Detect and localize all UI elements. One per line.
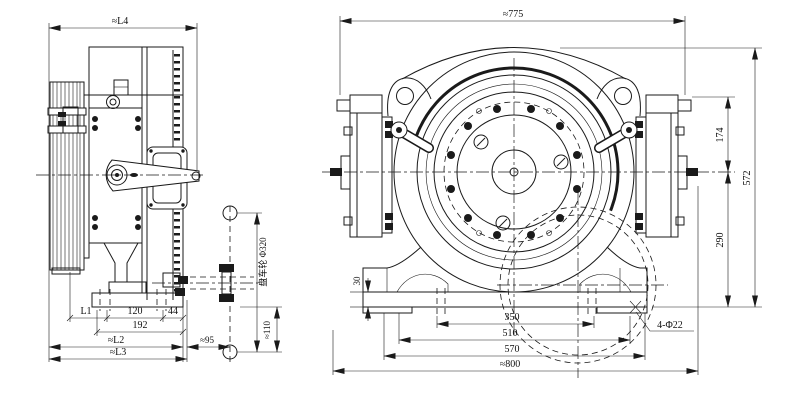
hole-mark <box>629 300 642 314</box>
lifting-lug-right <box>596 77 641 117</box>
slotted-screws <box>473 134 569 231</box>
dim-192: 192 <box>133 320 148 331</box>
brake-unit-left <box>330 94 393 238</box>
flange-bolts <box>447 105 581 239</box>
adjuster-nut <box>336 99 351 112</box>
top-arch <box>401 47 627 80</box>
dim-110: ≈110 <box>262 320 272 339</box>
dim-L3: ≈L3 <box>110 347 127 358</box>
rope-retainer-bar <box>47 107 87 116</box>
sheave-hub <box>83 94 90 259</box>
bedplate <box>91 292 184 308</box>
brake-arm-right <box>594 121 638 153</box>
dim-510: 510 <box>503 328 518 339</box>
dim-572: 572 <box>742 171 753 186</box>
dim-290: 290 <box>715 233 726 248</box>
plunger-flange <box>340 155 351 190</box>
brake-mount-plate <box>635 116 647 234</box>
brake-arm-left <box>390 121 434 153</box>
front-view-dimensions: ≈775 572 174 290 30 350 510 <box>332 9 762 375</box>
rope-clamp-bracket <box>62 106 79 134</box>
foot-pad-right <box>596 306 648 314</box>
front-view: ≈775 572 174 290 30 350 510 <box>322 9 762 378</box>
top-notch <box>113 79 129 96</box>
brake-mount-plate <box>381 116 393 234</box>
side-view: ≈L4 L1 120 44 192 ≈L2 ≈95 ≈L3 <box>36 16 282 362</box>
dim-174: 174 <box>715 128 726 143</box>
machine-body <box>88 46 184 311</box>
dim-120: 120 <box>128 306 143 317</box>
machine-base <box>362 246 648 316</box>
dim-800: ≈800 <box>500 359 521 370</box>
brake-unit-right <box>635 94 698 238</box>
sheave-bottom-step <box>51 267 81 275</box>
rope-retainer-bar <box>47 125 87 134</box>
dim-L4: ≈L4 <box>112 16 129 27</box>
dim-95: ≈95 <box>200 335 214 345</box>
plunger-flange <box>677 155 688 190</box>
dim-L1: L1 <box>80 306 91 317</box>
dim-L2: ≈L2 <box>108 335 125 346</box>
foot-pad-left <box>362 306 413 314</box>
brake-release-lever <box>105 159 201 192</box>
bolt-head <box>106 95 120 109</box>
dim-holes: 4-Φ22 <box>657 320 683 331</box>
side-view-dimensions: ≈L4 L1 120 44 192 ≈L2 ≈95 ≈L3 <box>48 16 282 362</box>
small-holes <box>476 108 552 236</box>
phantom-sheave <box>497 192 668 378</box>
pedestal <box>103 242 139 282</box>
dim-30: 30 <box>352 276 362 286</box>
dim-775: ≈775 <box>503 9 524 20</box>
adjuster-nut <box>677 99 692 112</box>
dim-44: 44 <box>168 306 178 317</box>
lifting-lug-left <box>387 77 432 117</box>
pedestal-foot <box>108 281 147 294</box>
dim-570: 570 <box>505 344 520 355</box>
dim-sheave-label: 盘车轮 Φ320 <box>257 237 268 287</box>
dim-350: 350 <box>505 312 520 323</box>
bolt-circle <box>443 101 585 243</box>
traction-sheave <box>47 81 90 275</box>
plunger-tip <box>330 168 342 176</box>
